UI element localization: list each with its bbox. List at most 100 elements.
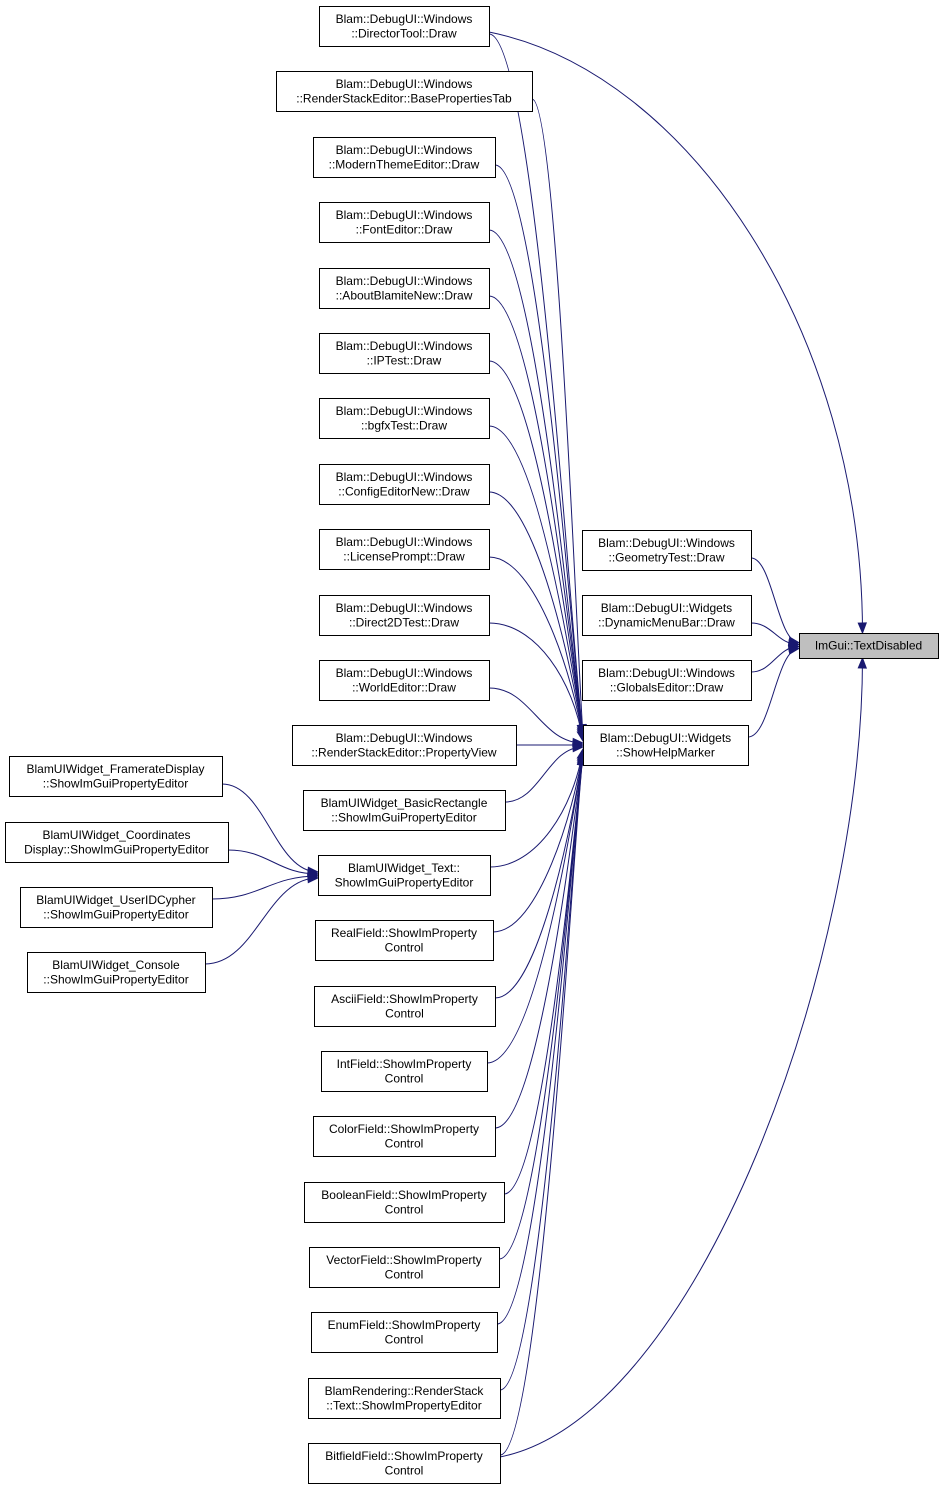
node-framerate[interactable]: BlamUIWidget_FramerateDisplay::ShowImGui… [9,756,223,797]
node-label-line: IntField::ShowImProperty [337,1057,472,1071]
node-basicrect[interactable]: BlamUIWidget_BasicRectangle::ShowImGuiPr… [303,790,506,831]
node-box [5,822,229,863]
node-label-line: Display::ShowImGuiPropertyEditor [24,842,209,856]
node-box [582,595,752,636]
node-box [319,398,490,439]
node-box [583,725,749,766]
node-label-line: ::ShowImGuiPropertyEditor [43,776,188,790]
node-box [319,464,490,505]
node-label-line: EnumField::ShowImProperty [328,1318,481,1332]
node-label-line: ::ModernThemeEditor::Draw [329,157,480,171]
arrowhead [307,873,320,884]
arrowhead [857,622,867,635]
node-box [315,920,494,961]
node-label-line: BlamUIWidget_Text:: [348,861,460,875]
node-label-line: Blam::DebugUI::Windows [336,208,473,222]
node-box [582,530,752,571]
node-licenseprompt[interactable]: Blam::DebugUI::Windows::LicensePrompt::D… [319,529,490,570]
node-label-line: Control [385,1202,424,1216]
node-label-line: ::RenderStackEditor::PropertyView [311,745,497,759]
node-configeditor[interactable]: Blam::DebugUI::Windows::ConfigEditorNew:… [319,464,490,505]
edge-coordinates-to-widgettext [227,849,319,875]
node-box [308,1378,501,1419]
arrowhead [857,656,868,669]
node-box [319,268,490,309]
edge-iptest-to-showhelpmarker [488,360,584,736]
node-geometrytest[interactable]: Blam::DebugUI::Windows::GeometryTest::Dr… [582,530,752,571]
node-label-line: ::ShowImGuiPropertyEditor [43,972,188,986]
arrowhead [787,645,801,655]
node-box [27,952,206,993]
node-label-line: BlamUIWidget_BasicRectangle [321,796,488,810]
node-label-line: ::ConfigEditorNew::Draw [338,484,470,498]
node-label-line: Blam::DebugUI::Windows [336,274,473,288]
node-box [321,1051,488,1092]
node-useridcypher[interactable]: BlamUIWidget_UserIDCypher::ShowImGuiProp… [20,887,213,928]
node-box [304,1182,505,1223]
node-label-line: Blam::DebugUI::Windows [336,404,473,418]
node-label-line: Blam::DebugUI::Windows [598,666,735,680]
node-label-line: VectorField::ShowImProperty [326,1253,481,1267]
edge-realfield-to-showhelpmarker [492,750,584,933]
node-label-line: BlamUIWidget_FramerateDisplay [26,762,204,776]
node-box [799,633,939,659]
edge-bitfieldfield-to-textdisabled [499,657,863,1458]
node-bgfxtest[interactable]: Blam::DebugUI::Windows::bgfxTest::Draw [319,398,490,439]
node-renderstacktext[interactable]: BlamRendering::RenderStack::Text::ShowIm… [308,1378,501,1419]
node-label-line: Control [385,1136,424,1150]
node-box [319,333,490,374]
node-label-line: Blam::DebugUI::Windows [336,339,473,353]
node-textdisabled[interactable]: ImGui::TextDisabled [799,633,939,659]
node-label-line: Blam::DebugUI::Windows [336,601,473,615]
node-iptest[interactable]: Blam::DebugUI::Windows::IPTest::Draw [319,333,490,374]
node-baseprops[interactable]: Blam::DebugUI::Windows::RenderStackEdito… [276,71,533,112]
edge-configeditor-to-showhelpmarker [488,491,584,738]
node-moderntheme[interactable]: Blam::DebugUI::Windows::ModernThemeEdito… [313,137,496,178]
edge-worldeditor-to-showhelpmarker [488,687,584,744]
node-label-line: ::Text::ShowImPropertyEditor [326,1398,481,1412]
node-label-line: ::ShowImGuiPropertyEditor [43,907,188,921]
node-label-line: ShowImGuiPropertyEditor [335,875,474,889]
node-label-line: ColorField::ShowImProperty [329,1122,479,1136]
node-label-line: Control [385,1267,424,1281]
node-label-line: ::LicensePrompt::Draw [343,549,465,563]
edge-basicrect-to-showhelpmarker [504,746,584,803]
node-label-line: ::DirectorTool::Draw [351,26,457,40]
node-aboutblamite[interactable]: Blam::DebugUI::Windows::AboutBlamiteNew:… [319,268,490,309]
node-box [313,137,496,178]
node-box [309,1247,500,1288]
node-label-line: ::ShowImGuiPropertyEditor [331,810,476,824]
node-fonteditor[interactable]: Blam::DebugUI::Windows::FontEditor::Draw [319,202,490,243]
edge-useridcypher-to-widgettext [211,875,319,900]
node-coordinates[interactable]: BlamUIWidget_CoordinatesDisplay::ShowImG… [5,822,229,863]
node-globalseditor[interactable]: Blam::DebugUI::Windows::GlobalsEditor::D… [582,660,752,701]
edge-direct2dtest-to-showhelpmarker [488,622,584,742]
node-propertyview[interactable]: Blam::DebugUI::Windows::RenderStackEdito… [292,725,517,766]
edge-directortool-to-showhelpmarker [488,33,584,736]
node-widgettext[interactable]: BlamUIWidget_Text::ShowImGuiPropertyEdit… [318,855,491,896]
node-console[interactable]: BlamUIWidget_Console::ShowImGuiPropertyE… [27,952,206,993]
node-directortool[interactable]: Blam::DebugUI::Windows::DirectorTool::Dr… [319,6,490,47]
node-label-line: Blam::DebugUI::Windows [336,535,473,549]
node-box [319,202,490,243]
arrowhead [572,742,585,753]
node-label-line: Blam::DebugUI::Widgets [601,601,732,615]
node-showhelpmarker[interactable]: Blam::DebugUI::Widgets::ShowHelpMarker [583,725,749,766]
node-dynamicmenubar[interactable]: Blam::DebugUI::Widgets::DynamicMenuBar::… [582,595,752,636]
node-box [308,1443,501,1484]
node-label-line: AsciiField::ShowImProperty [331,992,478,1006]
node-worldeditor[interactable]: Blam::DebugUI::Windows::WorldEditor::Dra… [319,660,490,701]
node-box [303,790,506,831]
node-direct2dtest[interactable]: Blam::DebugUI::Windows::Direct2DTest::Dr… [319,595,490,636]
node-box [292,725,517,766]
node-label-line: Blam::DebugUI::Windows [336,666,473,680]
node-label-line: RealField::ShowImProperty [331,926,477,940]
